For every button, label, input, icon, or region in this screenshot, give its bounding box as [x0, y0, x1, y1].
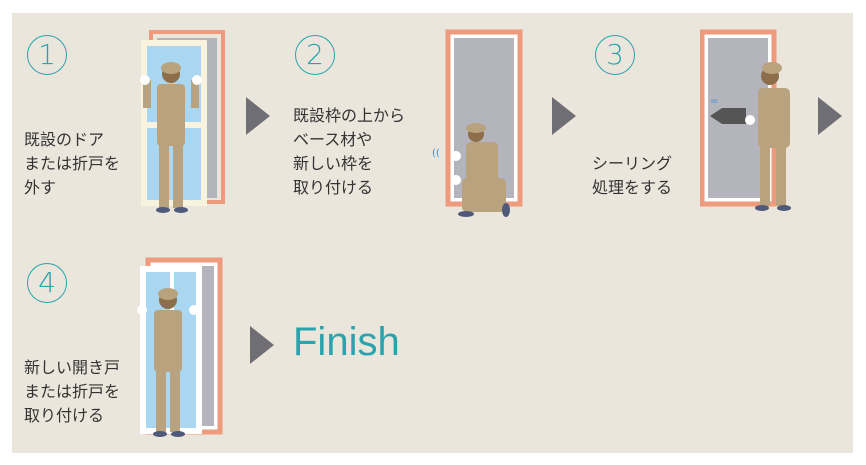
next-arrow-2 [552, 97, 576, 135]
step-2-text: 既設枠の上から ベース材や 新しい枠を 取り付ける [293, 106, 406, 197]
step-1-text: 既設のドア または折戸を 外す [24, 130, 121, 197]
step-3-number: 3 [595, 35, 635, 75]
next-arrow-1 [246, 97, 270, 135]
step-2-number: 2 [295, 35, 335, 75]
finish-label: Finish [293, 320, 400, 364]
step-4-number: 4 [27, 263, 67, 303]
step-3-text: シーリング 処理をする [592, 154, 673, 197]
step-3-sealing-illustration: = [700, 29, 791, 211]
next-arrow-3 [818, 97, 842, 135]
svg-text:=: = [710, 96, 718, 107]
svg-text:((: (( [432, 148, 440, 159]
step-4-text: 新しい開き戸 または折戸を 取り付ける [24, 358, 121, 425]
finish-arrow [250, 326, 274, 364]
step-1-number: 1 [27, 35, 67, 75]
step-4-new-door-installation-illustration [137, 257, 223, 437]
step-2-frame-installation-illustration: (( [432, 29, 523, 217]
step-1-door-removal-illustration [140, 30, 225, 213]
